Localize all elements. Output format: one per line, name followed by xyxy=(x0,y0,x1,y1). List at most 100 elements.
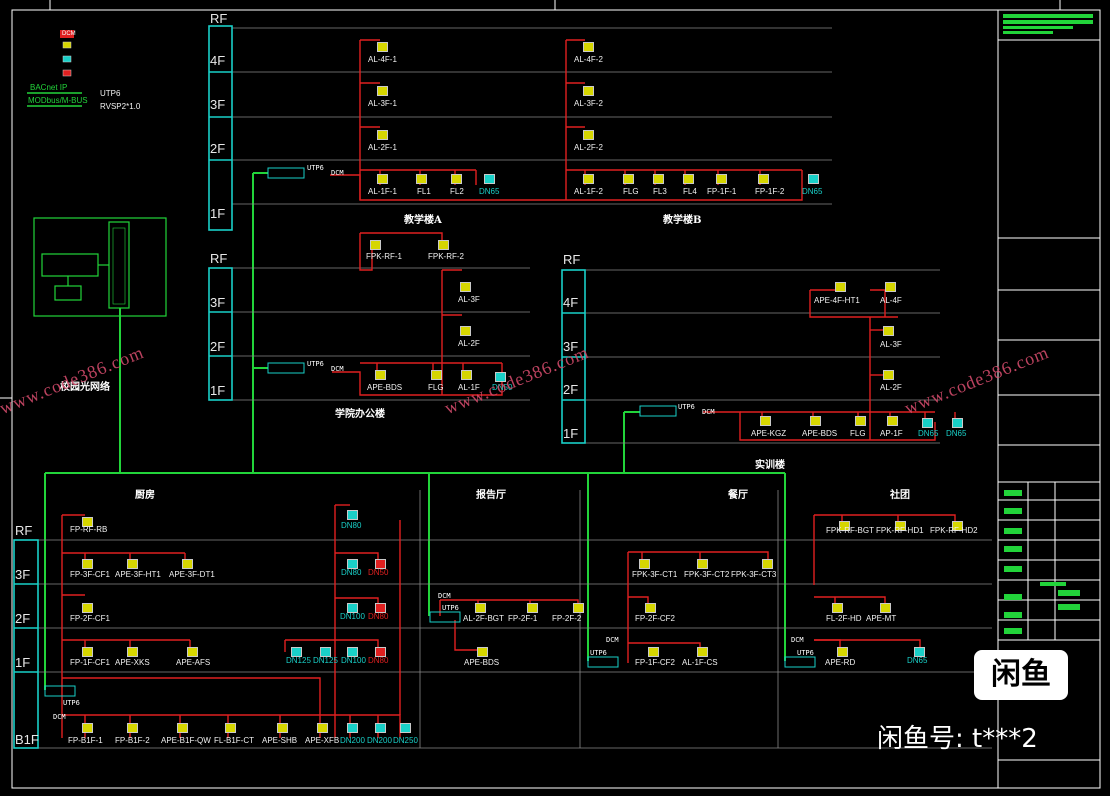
utp6-tag: UTP6 xyxy=(678,403,695,411)
device-icon xyxy=(760,416,771,426)
device-label: AL-3F xyxy=(458,295,480,304)
floor-label: B1F xyxy=(15,732,39,747)
device-icon xyxy=(762,559,773,569)
network-backbone xyxy=(44,172,786,690)
floor-label: RF xyxy=(210,11,228,26)
floor-label: 4F xyxy=(210,53,226,68)
device-icon xyxy=(810,416,821,426)
campus-network: 校园光网络 xyxy=(60,382,110,393)
device-label: AL-1F-2 xyxy=(574,187,603,196)
device-icon xyxy=(855,416,866,426)
device-label: APE-B1F-QW xyxy=(161,736,211,745)
building-club: 社团 xyxy=(890,490,910,501)
device-label: FL-B1F-CT xyxy=(214,736,254,745)
device-icon xyxy=(127,559,138,569)
device-label: DN65 xyxy=(946,429,967,438)
device-label: AL-2F xyxy=(880,383,902,392)
legend-rvsp: RVSP2*1.0 xyxy=(100,102,141,111)
legend-bacnet: BACnet IP xyxy=(30,83,68,92)
device-label: DN200 xyxy=(367,736,392,745)
floor-label: 3F xyxy=(15,567,31,582)
device-icon xyxy=(716,174,727,184)
device-label: FP-B1F-1 xyxy=(68,736,103,745)
device-icon xyxy=(460,326,471,336)
device-label: FPK-RF-BGT xyxy=(826,526,874,535)
device-icon xyxy=(645,603,656,613)
device-label: APE-BDS xyxy=(464,658,500,667)
device-label: FL4 xyxy=(683,187,697,196)
building-office: 学院办公楼 xyxy=(335,409,385,420)
meter-icon xyxy=(347,647,358,657)
device-label: FP-1F-2 xyxy=(755,187,785,196)
device-label: DN250 xyxy=(393,736,418,745)
building-kitchen: 厨房 xyxy=(135,490,155,501)
device-icon xyxy=(375,370,386,380)
floor-label: 2F xyxy=(210,339,226,354)
utp6-tag: UTP6 xyxy=(307,360,324,368)
device-icon xyxy=(475,603,486,613)
device-icon xyxy=(182,559,193,569)
device-label: FPK-RF-1 xyxy=(366,252,402,261)
device-label: DN100 xyxy=(341,656,366,665)
floor-label: 3F xyxy=(210,295,226,310)
device-icon xyxy=(225,723,236,733)
device-label: FLG xyxy=(428,383,444,392)
network-adapters xyxy=(44,167,816,697)
meter-icon xyxy=(484,174,495,184)
device-icon xyxy=(177,723,188,733)
device-label: DN50 xyxy=(368,568,389,577)
device-label: FLG xyxy=(850,429,866,438)
device-label: FPK-RF-HD2 xyxy=(930,526,978,535)
device-label: FP-3F-CF1 xyxy=(70,570,110,579)
device-label: APE-AFS xyxy=(176,658,211,667)
device-icon xyxy=(82,723,93,733)
meter-icon xyxy=(922,418,933,428)
device-label: FPK-3F-CT1 xyxy=(632,570,678,579)
device-icon xyxy=(623,174,634,184)
floor-label: RF xyxy=(563,252,581,267)
device-label: AL-4F-1 xyxy=(368,55,397,64)
device-label: FPK-RF-2 xyxy=(428,252,464,261)
meter-icon xyxy=(291,647,302,657)
legend-dcm: DCM xyxy=(62,31,76,37)
device-icon xyxy=(583,86,594,96)
utp6-tag: UTP6 xyxy=(590,649,607,657)
dcm-tag: DCM xyxy=(606,636,619,644)
device-label: DN80 xyxy=(368,656,389,665)
device-label: APE-3F-DT1 xyxy=(169,570,215,579)
device-label: FP-1F-CF1 xyxy=(70,658,110,667)
meter-icon xyxy=(347,510,358,520)
building-training: 实训楼 xyxy=(755,460,785,471)
building-lecture: 报告厅 xyxy=(476,490,506,501)
device-label: APE-SHB xyxy=(262,736,298,745)
device-label: FP-2F-2 xyxy=(552,614,582,623)
device-icon xyxy=(82,517,93,527)
device-label: APE-3F-HT1 xyxy=(115,570,161,579)
device-label: AP-1F xyxy=(880,429,903,438)
device-label: FP-2F-CF2 xyxy=(635,614,675,623)
dcm-tag: DCM xyxy=(53,713,66,721)
device-label: AL-1F-1 xyxy=(368,187,397,196)
device-label: DN65 xyxy=(907,656,928,665)
valve-icon xyxy=(375,603,386,613)
device-icon xyxy=(573,603,584,613)
floor-label: 2F xyxy=(210,141,226,156)
device-icon xyxy=(317,723,328,733)
device-icon xyxy=(527,603,538,613)
device-icon xyxy=(639,559,650,569)
floor-label: 2F xyxy=(15,611,31,626)
meter-icon xyxy=(400,723,411,733)
legend-utp6: UTP6 xyxy=(100,89,121,98)
device-icon xyxy=(82,603,93,613)
meter-icon xyxy=(952,418,963,428)
device-label: APE-MT xyxy=(866,614,897,623)
dcm-tag: DCM xyxy=(331,169,344,177)
utp6-tag: UTP6 xyxy=(63,699,80,707)
device-icon xyxy=(370,240,381,250)
device-icon xyxy=(377,42,388,52)
device-icon xyxy=(583,130,594,140)
floor-label: RF xyxy=(15,523,33,538)
device-label: APE-BDS xyxy=(802,429,838,438)
meter-icon xyxy=(495,372,506,382)
device-icon xyxy=(583,174,594,184)
